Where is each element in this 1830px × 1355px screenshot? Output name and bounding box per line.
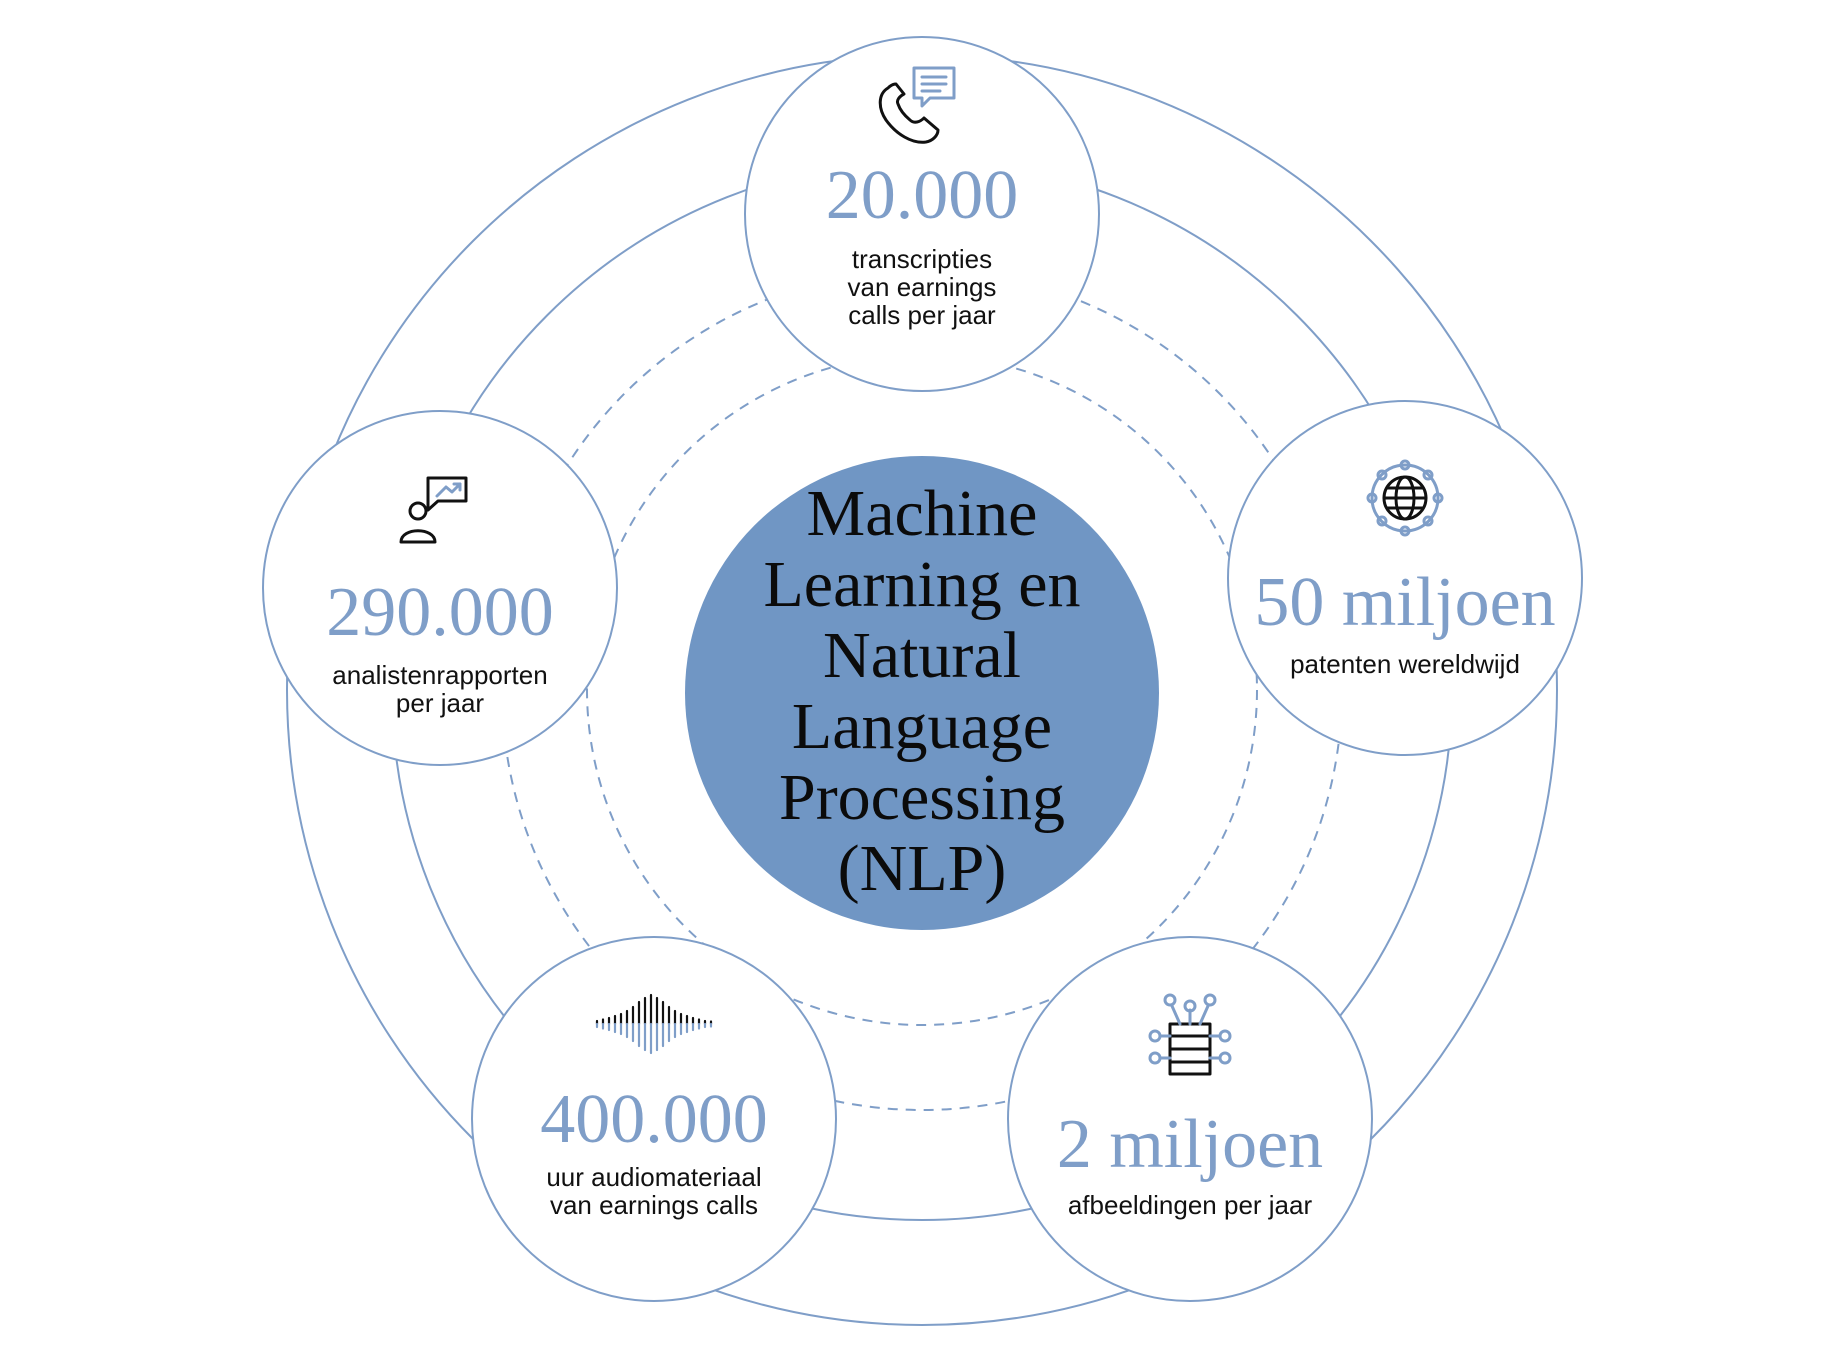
dashed-ring-inner (586, 354, 1258, 1026)
center-line-3: Natural (823, 619, 1021, 692)
audio-wave-icon (595, 993, 713, 1055)
analyst-chart-icon (399, 476, 468, 544)
node-left: 290.000 analistenrapporten per jaar (262, 410, 618, 766)
center-line-2: Learning en (763, 548, 1080, 621)
node-bottom-right-value: 2 miljoen (1057, 1106, 1323, 1183)
center-circle (685, 456, 1159, 930)
node-right-value: 50 miljoen (1254, 564, 1555, 641)
node-bottom-left-desc-2: van earnings calls (550, 1190, 758, 1220)
node-right: 50 miljoen patenten wereldwijd (1227, 400, 1583, 756)
node-right-desc-1: patenten wereldwijd (1290, 649, 1520, 679)
node-left-desc-2: per jaar (396, 688, 484, 718)
node-top-value: 20.000 (826, 157, 1019, 234)
phone-message-icon (878, 66, 956, 144)
node-top-desc-2: van earnings (848, 272, 997, 302)
node-bottom-left-desc-1: uur audiomateriaal (546, 1162, 761, 1192)
center-node: Machine Learning en Natural Language Pro… (685, 456, 1159, 930)
center-line-6: (NLP) (838, 832, 1007, 905)
node-top-desc-3: calls per jaar (848, 300, 996, 330)
node-right-circle (1227, 400, 1583, 756)
node-bottom-right: 2 miljoen afbeeldingen per jaar (1007, 936, 1373, 1302)
node-bottom-left-circle (471, 936, 837, 1302)
node-top-circle (744, 36, 1100, 392)
server-network-icon (1148, 993, 1232, 1076)
node-left-desc-1: analistenrapporten (332, 660, 547, 690)
node-top: 20.000 transcripties van earnings calls … (744, 36, 1100, 392)
node-bottom-right-circle (1007, 936, 1373, 1302)
node-bottom-right-desc-1: afbeeldingen per jaar (1068, 1190, 1313, 1220)
center-line-4: Language (792, 690, 1052, 763)
globe-network-icon (1366, 459, 1444, 537)
node-bottom-left-value: 400.000 (540, 1081, 768, 1158)
node-left-circle (262, 410, 618, 766)
center-line-1: Machine (807, 477, 1038, 550)
node-bottom-left: 400.000 uur audiomateriaal van earnings … (471, 936, 837, 1302)
node-top-desc-1: transcripties (852, 244, 992, 274)
center-line-5: Processing (779, 761, 1065, 834)
node-left-value: 290.000 (326, 574, 554, 651)
